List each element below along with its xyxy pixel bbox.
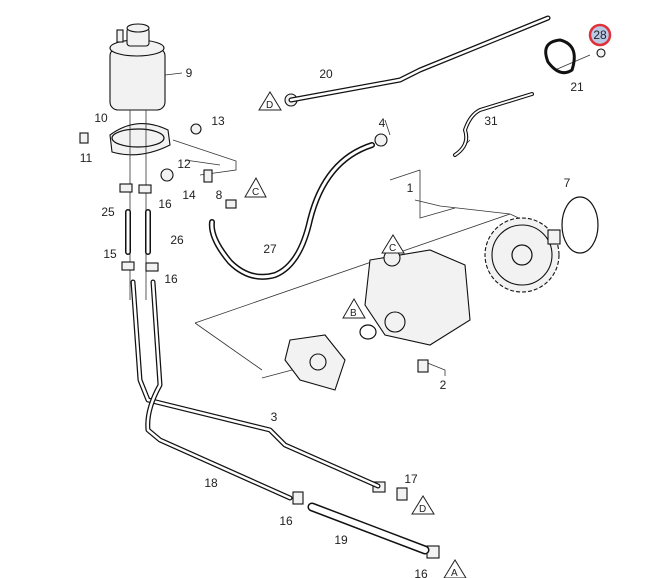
callout-31[interactable]: 31 <box>484 114 498 128</box>
callout-16[interactable]: 16 <box>279 514 293 528</box>
reference-markers: D C C B D A <box>244 91 467 578</box>
selected-callout-highlight <box>588 23 612 47</box>
callout-25[interactable]: 25 <box>101 205 115 219</box>
marker-b: B <box>342 298 366 319</box>
callout-2[interactable]: 2 <box>440 378 447 392</box>
svg-text:A: A <box>451 568 458 578</box>
fittings <box>79 48 606 559</box>
callout-4[interactable]: 4 <box>379 116 386 130</box>
marker-c-left: C <box>244 176 267 198</box>
marker-d-bottom: D <box>411 495 435 515</box>
callout-15[interactable]: 15 <box>103 247 117 261</box>
callout-1[interactable]: 1 <box>407 181 414 195</box>
callout-11[interactable]: 11 <box>80 151 93 165</box>
callout-20[interactable]: 20 <box>319 67 333 81</box>
callout-10[interactable]: 10 <box>94 111 108 125</box>
marker-a: A <box>443 559 467 578</box>
callout-9[interactable]: 9 <box>186 66 193 80</box>
svg-text:C: C <box>252 187 259 198</box>
callout-16[interactable]: 16 <box>158 197 172 211</box>
callout-19[interactable]: 19 <box>334 533 348 547</box>
callout-13[interactable]: 13 <box>211 114 225 128</box>
hoses <box>125 15 576 555</box>
callout-labels: 1 2 3 4 7 8 9 10 11 12 13 14 15 16 16 16… <box>80 28 607 578</box>
callout-26[interactable]: 26 <box>170 233 184 247</box>
marker-d-top: D <box>258 91 282 111</box>
callout-27[interactable]: 27 <box>263 242 277 256</box>
gear-part[interactable] <box>484 196 599 293</box>
svg-text:D: D <box>419 504 426 515</box>
pump-assembly[interactable] <box>261 249 471 391</box>
callout-14[interactable]: 14 <box>182 188 196 202</box>
marker-c-pump: C <box>381 234 405 254</box>
callout-21[interactable]: 21 <box>570 80 584 94</box>
callout-3[interactable]: 3 <box>271 410 278 424</box>
callout-18[interactable]: 18 <box>204 476 218 490</box>
callout-28[interactable]: 28 <box>593 28 607 42</box>
callout-8[interactable]: 8 <box>216 188 223 202</box>
svg-text:D: D <box>266 100 273 111</box>
callout-16[interactable]: 16 <box>414 567 428 578</box>
callout-12[interactable]: 12 <box>177 157 191 171</box>
callout-16[interactable]: 16 <box>164 272 178 286</box>
svg-text:C: C <box>389 243 396 254</box>
callout-17[interactable]: 17 <box>404 472 418 486</box>
reservoir-part[interactable] <box>109 23 183 111</box>
callout-7[interactable]: 7 <box>564 176 571 190</box>
svg-text:B: B <box>350 308 357 319</box>
